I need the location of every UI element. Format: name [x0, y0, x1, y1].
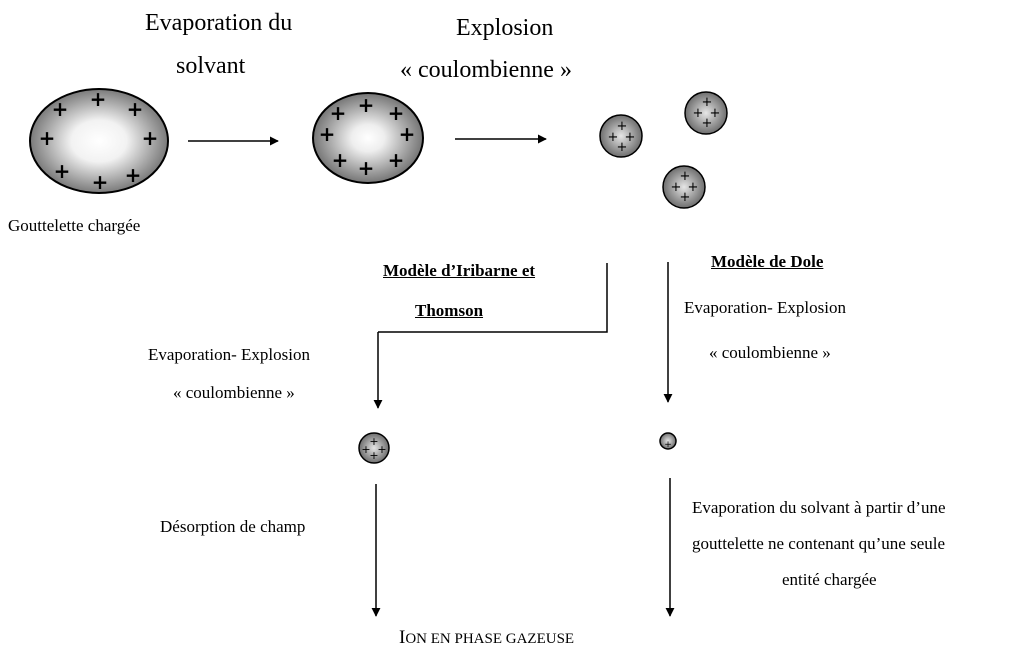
plus-sign: + [92, 170, 109, 194]
plus-sign: + [330, 101, 347, 125]
plus-sign: + [142, 126, 159, 150]
plus-sign: + [671, 180, 682, 195]
plus-sign: + [90, 87, 107, 111]
plus-sign: + [702, 95, 713, 110]
right-final-line2: gouttelette ne contenant qu’une seule [692, 534, 946, 553]
plus-sign: + [688, 180, 699, 195]
result-first-letter: I [399, 627, 406, 648]
plus-signs-large: + + + + + + + + [39, 87, 159, 194]
plus-sign: + [39, 126, 56, 150]
plus-sign: + [664, 440, 672, 450]
plus-sign: + [388, 148, 405, 172]
result-label: ION EN PHASE GAZEUSE [399, 627, 574, 649]
plus-sign: + [680, 190, 691, 205]
plus-sign: + [693, 106, 704, 121]
plus-sign: + [358, 93, 375, 117]
left-step-line1: Evaporation- Explosion [148, 345, 310, 364]
right-step-line2: « coulombienne » [709, 343, 831, 362]
cluster-ion-droplet: + + + + [358, 432, 390, 464]
plus-sign: + [358, 156, 375, 180]
plus-sign: + [625, 130, 636, 145]
plus-signs-medium: + + + + + + + + [319, 93, 416, 180]
step2-label-line2: « coulombienne » [400, 57, 572, 83]
dole-title: Modèle de Dole [711, 252, 824, 271]
iribarne-title-line1: Modèle d’Iribarne et [383, 261, 536, 280]
plus-sign: + [361, 443, 370, 456]
iribarne-title-line2: Thomson [415, 301, 484, 320]
plus-sign: + [617, 140, 628, 155]
plus-sign: + [369, 435, 378, 448]
charged-droplet-large: + + + + + + + + [29, 87, 169, 194]
right-final-line1: Evaporation du solvant à partir d’une [692, 498, 946, 517]
plus-sign: + [710, 106, 721, 121]
left-step-line2: « coulombienne » [173, 383, 295, 402]
right-step-line1: Evaporation- Explosion [684, 298, 846, 317]
plus-sign: + [369, 449, 378, 462]
plus-sign: + [680, 169, 691, 184]
step1-label-line1: Evaporation du [145, 10, 293, 36]
small-droplet-1: + + + + [599, 114, 643, 158]
plus-sign: + [127, 97, 144, 121]
plus-sign: + [702, 116, 713, 131]
plus-sign: + [617, 119, 628, 134]
step2-label-line1: Explosion [456, 15, 554, 41]
right-final-line3: entité chargée [782, 570, 877, 589]
result-rest: ON EN PHASE GAZEUSE [405, 631, 575, 647]
charged-droplet-medium: + + + + + + + + [312, 92, 424, 184]
desorption-label: Désorption de champ [160, 517, 306, 536]
plus-sign: + [319, 122, 336, 146]
plus-sign: + [332, 148, 349, 172]
iribarne-connector [378, 263, 608, 333]
step1-label-line2: solvant [176, 53, 246, 79]
single-ion-droplet: + [659, 432, 677, 450]
plus-sign: + [377, 443, 386, 456]
droplet-caption: Gouttelette chargée [8, 216, 141, 235]
plus-sign: + [125, 163, 142, 187]
small-droplet-2: + + + + [684, 91, 728, 135]
plus-sign: + [608, 130, 619, 145]
plus-sign: + [399, 122, 416, 146]
plus-sign: + [54, 159, 71, 183]
plus-sign: + [388, 101, 405, 125]
plus-sign: + [52, 97, 69, 121]
small-droplet-3: + + + + [662, 165, 706, 209]
